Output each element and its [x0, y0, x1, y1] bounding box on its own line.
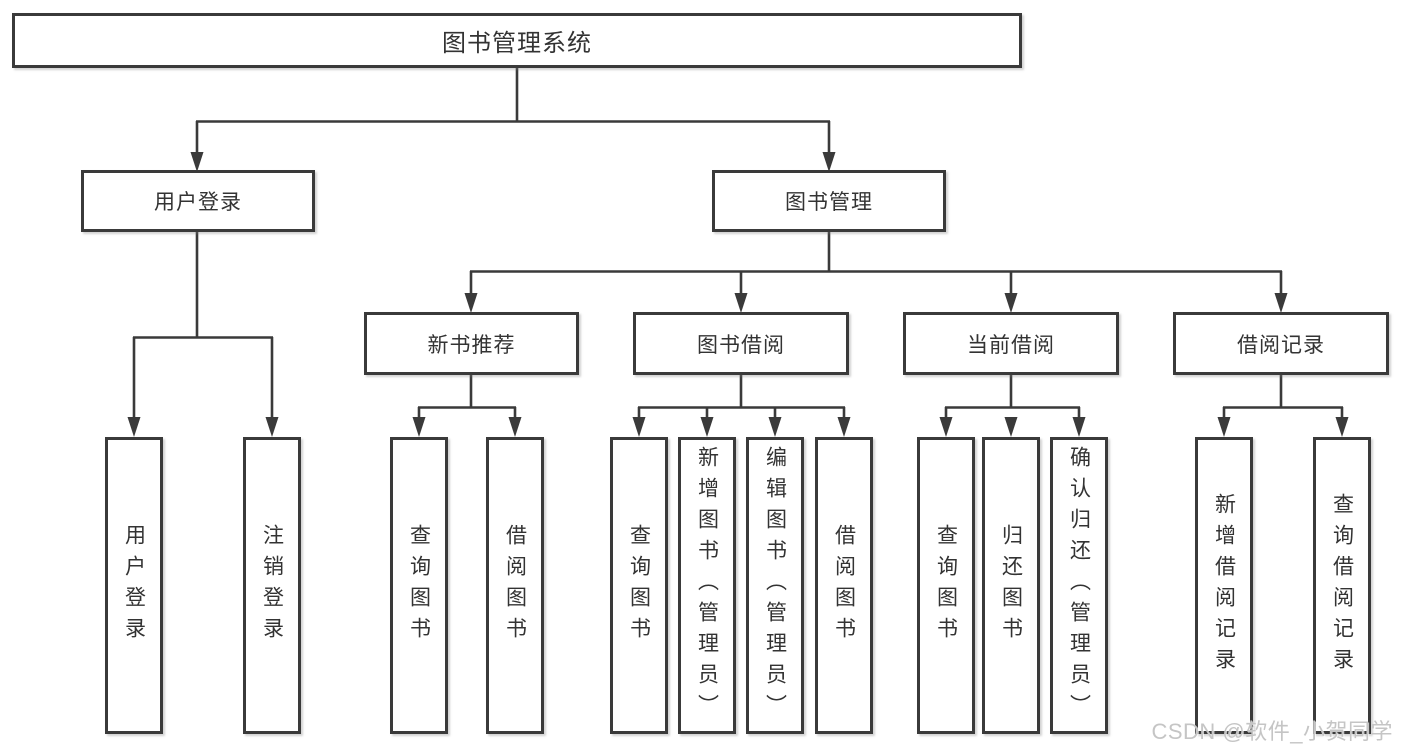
- leaf-borrowing-query-books-label: 查询图书: [627, 523, 651, 648]
- leaf-add-borrow-record: 新增借阅记录: [1195, 437, 1253, 734]
- leaf-borrowing-borrow-books: 借阅图书: [815, 437, 873, 734]
- arrow-down-icon: [190, 152, 204, 172]
- arrow-down-icon: [837, 417, 851, 437]
- leaf-return-books-label: 归还图书: [999, 523, 1023, 648]
- node-library-management-system-label: 图书管理系统: [442, 30, 592, 57]
- connector-bookborrow-to-leaves: [637, 375, 846, 419]
- arrow-down-icon: [508, 417, 522, 437]
- connector-root-to-level2: [195, 67, 831, 154]
- leaf-query-borrow-record-label: 查询借阅记录: [1330, 492, 1354, 679]
- leaf-user-login-label: 用户登录: [122, 523, 146, 648]
- arrow-down-icon: [700, 417, 714, 437]
- leaf-borrowing-borrow-books-label: 借阅图书: [832, 523, 856, 648]
- connector-records-to-leaves: [1222, 375, 1344, 419]
- arrow-down-icon: [822, 152, 836, 172]
- arrow-down-icon: [127, 417, 141, 437]
- leaf-current-query-books-label: 查询图书: [934, 523, 958, 648]
- leaf-current-query-books: 查询图书: [917, 437, 975, 734]
- leaf-edit-books-admin: 编辑图书（管理员）: [746, 437, 804, 734]
- arrow-down-icon: [412, 417, 426, 437]
- leaf-user-login: 用户登录: [105, 437, 163, 734]
- leaf-add-borrow-record-label: 新增借阅记录: [1212, 492, 1236, 679]
- leaf-return-books: 归还图书: [982, 437, 1040, 734]
- leaf-recommend-borrow-books: 借阅图书: [486, 437, 544, 734]
- leaf-recommend-borrow-books-label: 借阅图书: [503, 523, 527, 648]
- arrow-down-icon: [1004, 293, 1018, 313]
- arrow-down-icon: [1217, 417, 1231, 437]
- node-user-login: 用户登录: [81, 170, 315, 232]
- leaf-edit-books-admin-label: 编辑图书（管理员）: [763, 446, 787, 725]
- leaf-logout: 注销登录: [243, 437, 301, 734]
- arrow-down-icon: [1274, 293, 1288, 313]
- leaf-query-borrow-record: 查询借阅记录: [1313, 437, 1371, 734]
- leaf-logout-label: 注销登录: [260, 523, 284, 648]
- connector-userlogin-to-leaves: [132, 232, 274, 419]
- arrow-down-icon: [1072, 417, 1086, 437]
- leaf-add-books-admin-label: 新增图书（管理员）: [695, 446, 719, 725]
- node-current-borrowing-label: 当前借阅: [967, 333, 1055, 357]
- leaf-confirm-return-admin: 确认归还（管理员）: [1050, 437, 1108, 734]
- arrow-down-icon: [464, 293, 478, 313]
- arrow-down-icon: [1004, 417, 1018, 437]
- node-user-login-label: 用户登录: [154, 191, 242, 214]
- node-library-management-system: 图书管理系统: [12, 13, 1022, 68]
- arrow-down-icon: [734, 293, 748, 313]
- connector-currentborrow-to-leaves: [944, 375, 1081, 419]
- node-borrowing-records: 借阅记录: [1173, 312, 1389, 375]
- node-book-management-label: 图书管理: [785, 191, 873, 214]
- connector-newbook-to-leaves: [417, 375, 517, 419]
- leaf-add-books-admin: 新增图书（管理员）: [678, 437, 736, 734]
- connector-bookmgmt-to-level3: [469, 232, 1283, 295]
- leaf-recommend-query-books-label: 查询图书: [407, 523, 431, 648]
- arrow-down-icon: [939, 417, 953, 437]
- node-book-borrowing: 图书借阅: [633, 312, 849, 375]
- node-borrowing-records-label: 借阅记录: [1237, 333, 1325, 357]
- node-new-book-recommendation-label: 新书推荐: [427, 333, 516, 357]
- node-book-borrowing-label: 图书借阅: [697, 333, 785, 357]
- leaf-confirm-return-admin-label: 确认归还（管理员）: [1067, 446, 1091, 725]
- node-current-borrowing: 当前借阅: [903, 312, 1119, 375]
- leaf-recommend-query-books: 查询图书: [390, 437, 448, 734]
- arrow-down-icon: [768, 417, 782, 437]
- arrow-down-icon: [265, 417, 279, 437]
- csdn-watermark: CSDN @软件_小贺同学: [1151, 719, 1393, 744]
- arrow-down-icon: [632, 417, 646, 437]
- node-new-book-recommendation: 新书推荐: [364, 312, 579, 375]
- node-book-management: 图书管理: [712, 170, 946, 232]
- arrow-down-icon: [1335, 417, 1349, 437]
- leaf-borrowing-query-books: 查询图书: [610, 437, 668, 734]
